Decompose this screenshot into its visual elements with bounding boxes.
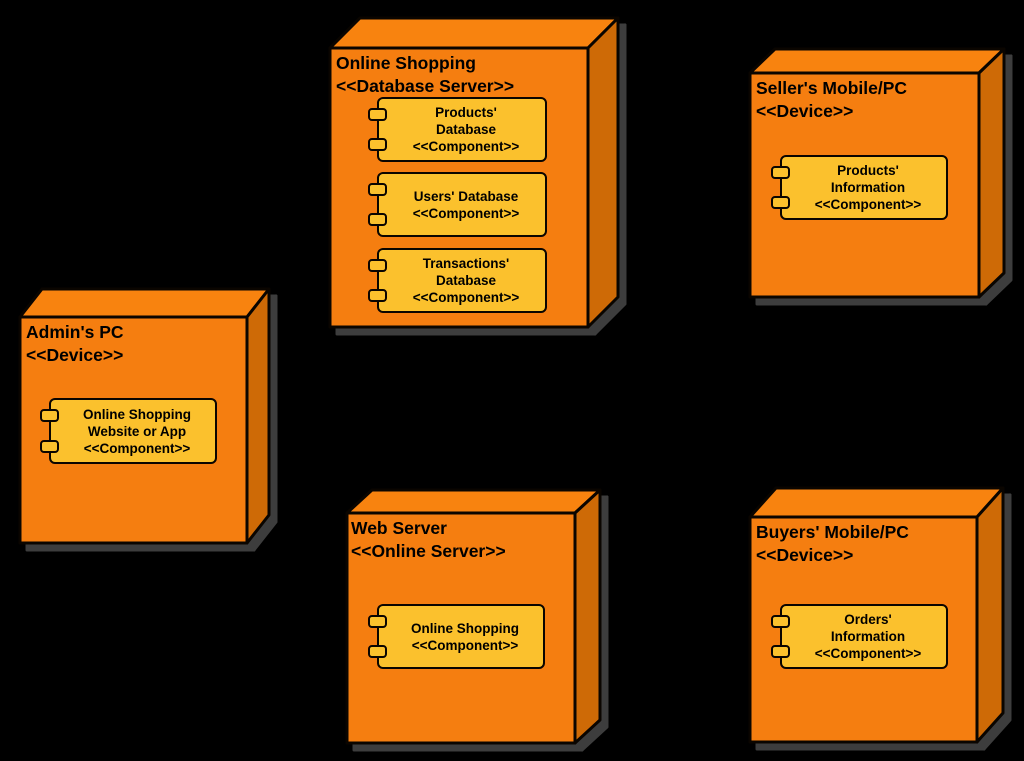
node-stereotype: <<Device>>: [756, 101, 854, 121]
component-name-line: Website or App: [87, 423, 187, 439]
component-port-icon: [40, 440, 59, 453]
node-side-face: [586, 16, 620, 329]
node-top-face: [345, 488, 602, 515]
component-port-icon: [368, 213, 387, 226]
node-side-face: [975, 486, 1005, 744]
component-name-line: Users' Database: [413, 188, 519, 204]
node-web-server: Web Server <<Online Server>> Online Shop…: [343, 487, 605, 753]
component-name-line: Database: [435, 273, 497, 288]
component-port-icon: [771, 166, 790, 179]
component-transactions-database: Transactions' Database <<Component>>: [368, 248, 547, 313]
node-stereotype: <<Device>>: [26, 345, 124, 365]
node-sellers-mobile-pc: Seller's Mobile/PC <<Device>> Products' …: [746, 46, 1008, 304]
component-port-icon: [40, 409, 59, 422]
component-port-icon: [368, 183, 387, 196]
node-name: Admin's PC: [26, 322, 124, 342]
component-name-line: Information: [830, 180, 906, 195]
node-name: Buyers' Mobile/PC: [756, 522, 909, 542]
component-stereotype: <<Component>>: [412, 205, 520, 221]
node-stereotype: <<Online Server>>: [351, 541, 506, 561]
component-stereotype: <<Component>>: [814, 197, 922, 212]
component-name-line: Orders': [844, 612, 892, 627]
node-top-face: [328, 16, 620, 50]
node-title: Admin's PC <<Device>>: [26, 321, 124, 367]
node-top-face: [748, 486, 1005, 519]
component-name-line: Database: [435, 122, 497, 137]
component-users-database: Users' Database <<Component>>: [368, 172, 547, 237]
node-title: Web Server <<Online Server>>: [351, 517, 506, 563]
component-name-line: Online Shopping: [83, 406, 191, 422]
component-port-icon: [368, 138, 387, 151]
component-products-database: Products' Database <<Component>>: [368, 97, 547, 162]
node-top-face: [748, 47, 1006, 75]
node-title: Buyers' Mobile/PC <<Device>>: [756, 521, 909, 567]
component-stereotype: <<Component>>: [83, 440, 191, 456]
component-port-icon: [368, 615, 387, 628]
node-name: Web Server: [351, 518, 447, 538]
component-port-icon: [368, 259, 387, 272]
node-side-face: [573, 488, 602, 745]
node-side-face: [245, 287, 271, 545]
component-name-line: Online Shopping: [411, 620, 519, 636]
component-port-icon: [368, 108, 387, 121]
node-top-face: [18, 287, 271, 319]
node-title: Online Shopping <<Database Server>>: [336, 52, 514, 98]
component-stereotype: <<Component>>: [412, 139, 520, 154]
component-orders-information: Orders' Information <<Component>>: [771, 604, 948, 669]
node-name: Seller's Mobile/PC: [756, 78, 908, 98]
component-port-icon: [368, 645, 387, 658]
component-online-shopping-website-or-app: Online Shopping Website or App <<Compone…: [40, 398, 217, 464]
component-port-icon: [771, 615, 790, 628]
component-port-icon: [771, 645, 790, 658]
component-stereotype: <<Component>>: [411, 637, 519, 653]
node-side-face: [977, 47, 1006, 299]
node-buyers-mobile-pc: Buyers' Mobile/PC <<Device>> Orders' Inf…: [746, 484, 1008, 752]
component-stereotype: <<Component>>: [412, 290, 520, 305]
component-name-line: Transactions': [422, 256, 510, 271]
node-stereotype: <<Device>>: [756, 545, 854, 565]
node-admins-pc: Admin's PC <<Device>> Online Shopping We…: [16, 286, 274, 552]
node-online-shopping-database-server: Online Shopping <<Database Server>> Prod…: [326, 12, 626, 334]
component-port-icon: [771, 196, 790, 209]
component-name-line: Products': [435, 105, 497, 120]
component-name-line: Products': [837, 163, 899, 178]
component-name-line: Information: [830, 629, 906, 644]
component-port-icon: [368, 289, 387, 302]
node-title: Seller's Mobile/PC <<Device>>: [756, 77, 907, 123]
component-online-shopping: Online Shopping <<Component>>: [368, 604, 545, 669]
node-stereotype: <<Database Server>>: [336, 76, 515, 96]
component-products-information: Products' Information <<Component>>: [771, 155, 948, 220]
node-name: Online Shopping: [336, 53, 476, 73]
component-stereotype: <<Component>>: [814, 646, 922, 661]
